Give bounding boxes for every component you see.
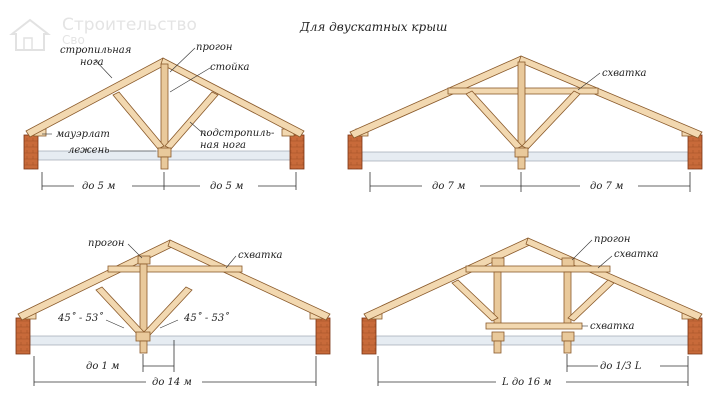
truss-diagram-3: прогон схватка 45˚ - 53˚ 45˚ - 53˚ до 1 … bbox=[15, 238, 331, 388]
dimension-lines bbox=[33, 340, 317, 386]
tie-beam bbox=[107, 265, 243, 273]
lezhen-support-left bbox=[493, 340, 502, 354]
label-mauerlat: мауэрлат bbox=[56, 129, 110, 140]
dim-bg-1 bbox=[422, 178, 480, 192]
watermark: Строительство Сво bbox=[9, 15, 197, 51]
strut-left bbox=[112, 91, 165, 150]
strut-right bbox=[567, 279, 615, 322]
angle-arcs bbox=[105, 319, 179, 329]
rafter-right bbox=[518, 55, 703, 139]
leader-purlin bbox=[127, 243, 143, 259]
rafter-right bbox=[160, 57, 305, 138]
watermark-brand: Строительство bbox=[62, 15, 197, 35]
tie-beam-top bbox=[465, 265, 611, 273]
lezhen-beam-left bbox=[491, 331, 505, 342]
watermark-sub: Сво bbox=[62, 33, 85, 47]
lezhen-support bbox=[139, 340, 148, 354]
purlin-block-right bbox=[561, 257, 575, 267]
truss-diagram-1: стропильная нога прогон стойка мауэрлат … bbox=[23, 42, 305, 192]
label-tie: схватка bbox=[238, 250, 282, 261]
lezhen-beam bbox=[135, 331, 151, 342]
strut-right bbox=[143, 286, 193, 336]
label-post: стойка bbox=[210, 62, 250, 73]
label-purlin: прогон bbox=[196, 42, 233, 53]
truss-diagram-2: схватка до 7 м до 7 м bbox=[347, 55, 703, 192]
wall-right bbox=[289, 134, 305, 170]
rafter-left bbox=[17, 239, 175, 321]
dim-left: до 5 м bbox=[82, 181, 115, 192]
label-angle-right: 45˚ - 53˚ bbox=[183, 312, 229, 324]
lezhen-support bbox=[160, 156, 169, 170]
label-strut-1: подстропиль- bbox=[200, 128, 275, 139]
post bbox=[517, 61, 526, 153]
dim-post-offset: до 1 м bbox=[86, 361, 119, 372]
strut-right bbox=[521, 90, 581, 150]
label-purlin: прогон bbox=[88, 238, 125, 249]
wall-right bbox=[687, 134, 703, 170]
house-logo-icon bbox=[9, 18, 51, 51]
dim-right: до 5 м bbox=[210, 181, 243, 192]
wall-left bbox=[361, 317, 377, 355]
lezhen-support-right bbox=[563, 340, 572, 354]
wall-left bbox=[347, 134, 363, 170]
wall-left bbox=[15, 317, 31, 355]
dim-bg-2 bbox=[580, 178, 638, 192]
label-lezhen: лежень bbox=[68, 145, 110, 156]
leader-tie bbox=[577, 72, 601, 91]
post bbox=[139, 263, 148, 337]
wall-right bbox=[687, 317, 703, 355]
label-tie: схватка bbox=[602, 68, 646, 79]
dim-bg-1 bbox=[74, 178, 132, 192]
leader-tie bbox=[225, 255, 237, 269]
dim-third: до 1/3 L bbox=[600, 361, 642, 372]
label-tie-top: схватка bbox=[614, 249, 658, 260]
leader-purlin bbox=[169, 47, 196, 73]
dim-left: до 7 м bbox=[432, 181, 465, 192]
rafter-left bbox=[363, 237, 533, 321]
leader-post bbox=[169, 67, 211, 93]
truss-diagram-4: прогон схватка схватка до 1/3 L L до 16 … bbox=[361, 234, 703, 388]
dimension-lines bbox=[377, 354, 689, 386]
strut-left bbox=[465, 90, 523, 150]
strut-left bbox=[95, 286, 145, 336]
purlin-block-left bbox=[491, 257, 505, 267]
dim-right: до 7 м bbox=[590, 181, 623, 192]
dim-bg-2 bbox=[200, 178, 258, 192]
strut-left bbox=[451, 279, 499, 322]
rafter-right bbox=[167, 239, 331, 321]
dim-bg-1 bbox=[598, 358, 660, 372]
lezhen-beam bbox=[157, 147, 172, 158]
dim-bg-2 bbox=[146, 374, 202, 388]
label-strut-2: ная нога bbox=[200, 140, 246, 151]
lezhen-support bbox=[517, 156, 526, 170]
label-purlin: прогон bbox=[594, 234, 631, 245]
label-tie-bottom: схватка bbox=[590, 321, 634, 332]
wall-right bbox=[315, 317, 331, 355]
leader-rafter bbox=[94, 59, 113, 79]
leader-tie-top bbox=[597, 255, 613, 269]
label-rafter-2: нога bbox=[80, 57, 104, 68]
dim-span: L до 16 м bbox=[501, 377, 552, 388]
tie-beam-bottom bbox=[485, 322, 583, 330]
wall-left bbox=[23, 134, 39, 170]
lezhen-beam-right bbox=[561, 331, 575, 342]
leader-purlin bbox=[571, 239, 593, 261]
purlin-block bbox=[137, 255, 151, 265]
dim-bg-2 bbox=[496, 374, 566, 388]
page-title: Для двускатных крыш bbox=[299, 20, 447, 34]
dimension-lines bbox=[41, 172, 297, 190]
dim-bg-1 bbox=[82, 358, 126, 372]
lezhen-beam bbox=[514, 147, 529, 158]
post bbox=[160, 63, 169, 153]
leader-strut bbox=[189, 121, 207, 137]
label-angle-left: 45˚ - 53˚ bbox=[57, 312, 103, 324]
dimension-lines bbox=[369, 172, 691, 192]
label-rafter-1: стропильная bbox=[60, 45, 131, 56]
dim-span: до 14 м bbox=[152, 377, 192, 388]
ceiling-slab bbox=[375, 335, 689, 346]
